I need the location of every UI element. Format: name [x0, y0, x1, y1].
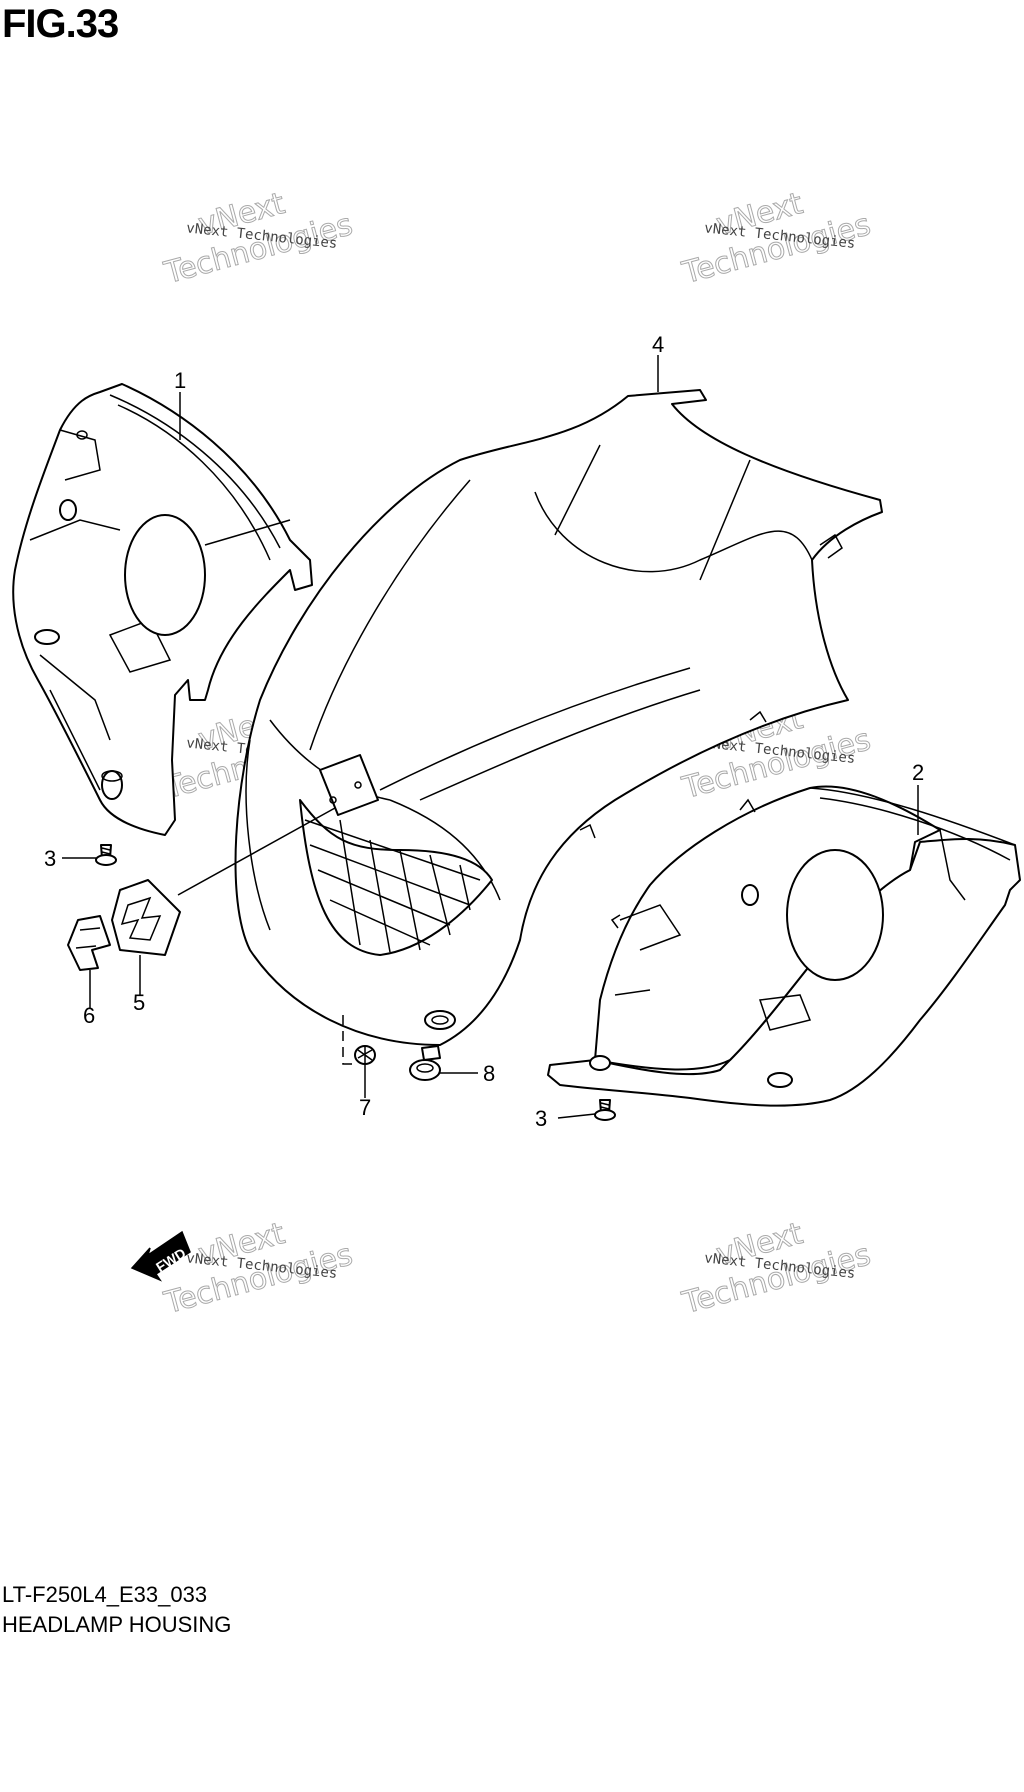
forward-direction-arrow: FWD [130, 1230, 191, 1282]
case-right-rim [809, 787, 1016, 846]
leader-lines [62, 355, 919, 1119]
figure-title: FIG.33 [2, 2, 119, 46]
housing-crease-line [245, 739, 271, 931]
callout-4: 4 [652, 332, 664, 357]
case-right-rib [619, 904, 682, 951]
screw-head [594, 1109, 616, 1121]
callout-2: 2 [912, 760, 924, 785]
emblem-logo-mark [120, 896, 162, 941]
emblem-mount-hole [329, 796, 337, 804]
callout-3b: 3 [535, 1106, 547, 1131]
case-left-bulb-opening [124, 514, 206, 636]
case-left-rib [39, 654, 111, 741]
case-left-mount-hole [59, 499, 77, 521]
case-left-boss-top [101, 770, 123, 782]
grommet [354, 1045, 376, 1065]
leader-line-3b [557, 1113, 596, 1119]
screw-head [95, 854, 117, 866]
housing-crease-line [309, 479, 471, 751]
case-left-rim [117, 404, 271, 561]
emblem-clip [67, 915, 111, 971]
case-right-tab [739, 798, 756, 813]
case-right-mount-hole [767, 1072, 793, 1088]
clip-outline [67, 915, 111, 971]
case-right-bulb-opening [786, 849, 884, 981]
clip-ridge [75, 927, 101, 949]
case-right-rib [939, 829, 966, 901]
rivet-pin [421, 1045, 441, 1061]
model-code: LT-F250L4_E33_033 [2, 1582, 208, 1607]
leader-line-5-to-housing [177, 807, 336, 896]
fwd-arrow-icon [130, 1230, 191, 1282]
case-left-bracket [108, 619, 172, 673]
housing-tab [819, 533, 843, 559]
grille-mesh-lines [304, 819, 481, 953]
housing-tab [749, 710, 767, 723]
screw-thread [600, 1102, 610, 1110]
headlamp-housing-cover [234, 389, 883, 1046]
housing-crease-line [379, 667, 691, 791]
emblem-mount-hole [354, 781, 362, 789]
housing-tab [579, 823, 596, 839]
callout-7: 7 [359, 1095, 371, 1120]
rivet-head [409, 1059, 441, 1081]
section-title: HEADLAMP HOUSING [2, 1612, 232, 1637]
push-rivet [409, 1045, 441, 1081]
case-left-rim [109, 394, 281, 549]
housing-crease-line [554, 444, 601, 536]
rivet-head-top [416, 1063, 434, 1073]
case-left-rib [29, 519, 121, 541]
headlamp-case-left [12, 383, 313, 836]
callout-8: 8 [483, 1061, 495, 1086]
housing-grommet-inner [431, 1015, 449, 1025]
case-right-rim [819, 797, 1011, 861]
case-left-rib [204, 519, 291, 546]
emblem-plate [111, 879, 181, 956]
callout-5: 5 [133, 990, 145, 1015]
callout-3a: 3 [44, 846, 56, 871]
emblem-mount-plate [319, 754, 379, 816]
housing-crease-line [419, 689, 701, 801]
case-right-mount-hole [589, 1055, 611, 1071]
case-left-rib [49, 689, 101, 791]
case-left-mount-hole [34, 629, 60, 645]
grommet-hatch [357, 1047, 373, 1064]
case-right-bracket [758, 994, 812, 1031]
screw-thread [101, 847, 111, 855]
housing-crease-line [389, 799, 501, 901]
case-left-mount-hole [76, 430, 88, 440]
case-right-tab [610, 914, 621, 929]
leader-line-7-dashed [342, 1015, 353, 1065]
housing-top-contour [534, 491, 813, 573]
headlamp-case-right [547, 785, 1021, 1107]
housing-grommet-hole [424, 1010, 456, 1030]
screw-right [594, 1099, 616, 1121]
callout-6: 6 [83, 1003, 95, 1028]
screw-left [95, 844, 117, 866]
case-right-mount-hole [741, 884, 759, 906]
housing-crease-line [699, 459, 751, 581]
callout-1: 1 [174, 368, 186, 393]
case-right-rib [614, 989, 651, 996]
case-left-boss [101, 770, 123, 800]
